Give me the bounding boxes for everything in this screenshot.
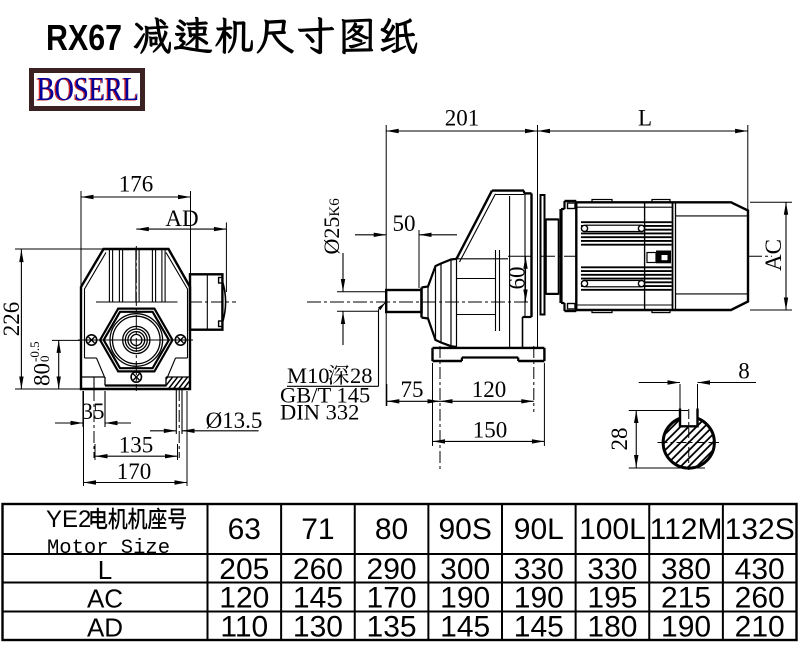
svg-text:28: 28 <box>350 363 373 388</box>
svg-text:DIN 332: DIN 332 <box>280 400 359 425</box>
svg-text:63: 63 <box>228 513 261 546</box>
svg-text:8: 8 <box>738 359 750 384</box>
svg-text:112M: 112M <box>650 513 723 546</box>
svg-text:170: 170 <box>117 459 152 484</box>
svg-text:L: L <box>638 106 652 131</box>
svg-text:90L: 90L <box>514 513 564 546</box>
svg-text:50: 50 <box>393 211 416 236</box>
svg-text:120: 120 <box>219 582 269 615</box>
svg-text:-0.5: -0.5 <box>27 341 42 362</box>
svg-text:215: 215 <box>661 582 711 615</box>
svg-text:35: 35 <box>82 399 105 424</box>
svg-text:135: 135 <box>119 433 154 458</box>
svg-text:AD: AD <box>87 612 123 642</box>
svg-text:Motor Size: Motor Size <box>47 537 170 560</box>
svg-text:110: 110 <box>220 610 268 643</box>
svg-text:0: 0 <box>37 356 52 363</box>
svg-text:180: 180 <box>587 610 637 643</box>
svg-text:28: 28 <box>607 428 632 451</box>
svg-text:201: 201 <box>445 106 480 131</box>
svg-text:190: 190 <box>514 582 564 615</box>
svg-text:135: 135 <box>367 610 417 643</box>
svg-text:130: 130 <box>293 610 343 643</box>
svg-text:145: 145 <box>440 610 490 643</box>
svg-text:226: 226 <box>0 302 24 337</box>
svg-text:195: 195 <box>587 582 637 615</box>
svg-text:260: 260 <box>735 582 785 615</box>
svg-text:145: 145 <box>514 610 564 643</box>
svg-text:330: 330 <box>514 553 564 586</box>
svg-text:90S: 90S <box>438 513 491 546</box>
svg-text:80: 80 <box>30 363 55 386</box>
svg-text:145: 145 <box>293 582 343 615</box>
svg-text:60: 60 <box>505 267 530 290</box>
svg-text:L: L <box>98 555 112 585</box>
svg-text:120: 120 <box>472 377 507 402</box>
svg-text:YE2: YE2 <box>46 506 91 533</box>
svg-text:290: 290 <box>367 553 417 586</box>
svg-text:AC: AC <box>761 239 786 271</box>
svg-text:300: 300 <box>440 553 490 586</box>
svg-text:170: 170 <box>367 582 417 615</box>
svg-text:260: 260 <box>293 553 343 586</box>
svg-text:190: 190 <box>661 610 711 643</box>
svg-text:210: 210 <box>735 610 785 643</box>
svg-text:AD: AD <box>165 206 198 231</box>
svg-text:RX67: RX67 <box>46 17 122 58</box>
svg-text:430: 430 <box>735 553 785 586</box>
svg-text:BOSERL: BOSERL <box>37 71 139 108</box>
svg-text:71: 71 <box>301 513 334 546</box>
svg-text:AC: AC <box>87 584 123 614</box>
svg-text:Ø13.5: Ø13.5 <box>206 408 263 433</box>
svg-text:150: 150 <box>473 418 508 443</box>
svg-text:GB/T 145: GB/T 145 <box>280 383 370 408</box>
svg-text:132S: 132S <box>725 513 795 546</box>
svg-text:M10: M10 <box>287 363 330 388</box>
svg-text:75: 75 <box>401 377 424 402</box>
svg-text:80: 80 <box>375 513 408 546</box>
svg-text:BOSERL: BOSERL <box>36 72 138 109</box>
svg-text:330: 330 <box>587 553 637 586</box>
svg-text:380: 380 <box>661 553 711 586</box>
svg-text:190: 190 <box>440 582 490 615</box>
svg-text:100L: 100L <box>579 513 646 546</box>
svg-text:176: 176 <box>119 172 154 197</box>
svg-text:205: 205 <box>219 553 269 586</box>
